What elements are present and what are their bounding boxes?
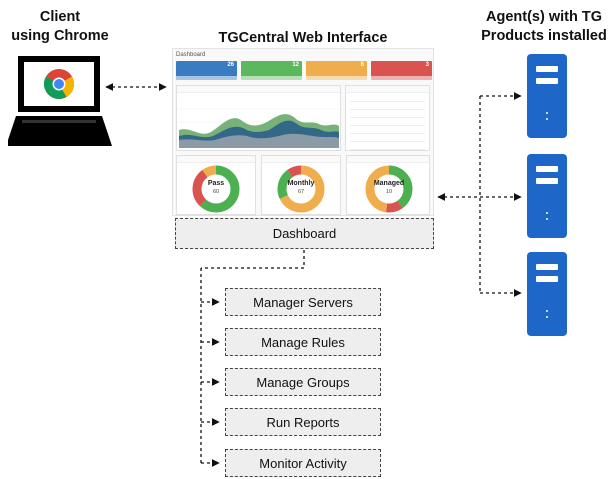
- chrome-icon: [43, 69, 75, 100]
- donut-segment: [192, 165, 240, 213]
- stat-tile: 6: [306, 61, 367, 80]
- donut-segment: [277, 165, 325, 213]
- monitor-activity-box: Monitor Activity: [225, 449, 381, 477]
- manager-servers-box: Manager Servers: [225, 288, 381, 316]
- stat-tile: 3: [371, 61, 432, 80]
- web-interface-title: TGCentral Web Interface: [218, 30, 388, 46]
- client-title-line1: Client: [39, 9, 81, 25]
- donut-segment: [277, 165, 325, 213]
- client-title: Client using Chrome: [0, 8, 120, 46]
- donut-pass: [192, 165, 240, 213]
- server-icon: [527, 54, 567, 138]
- activity-chart-panel: [176, 85, 341, 151]
- donut-segment: [365, 165, 413, 213]
- donut-segment: [365, 165, 413, 213]
- run-reports-box: Run Reports: [225, 408, 381, 436]
- manage-rules-box: Manage Rules: [225, 328, 381, 356]
- donut-pass-value: 60: [212, 189, 220, 195]
- stat-tile-value: 3: [425, 62, 429, 68]
- stat-tile-value: 6: [360, 62, 364, 68]
- donut-managed: [365, 165, 413, 213]
- donut-monthly-label: Monthly: [287, 180, 315, 187]
- donut-monthly: [277, 165, 325, 213]
- laptop-icon: [8, 56, 112, 146]
- donut-managed-label: Managed: [373, 180, 405, 187]
- donut-panel-pass: Pass 60: [176, 155, 256, 215]
- stat-tile-value: 12: [292, 62, 299, 68]
- dashboard-screenshot: Dashboard 26 12 6 3: [172, 48, 434, 216]
- client-title-line2: using Chrome: [11, 28, 109, 44]
- stat-tile: 12: [241, 61, 302, 80]
- agents-title: Agent(s) with TG Products installed: [474, 8, 614, 46]
- server-icon: [527, 154, 567, 238]
- donut-monthly-value: 67: [297, 189, 305, 195]
- recent-list-panel: [345, 85, 430, 151]
- dashboard-box: Dashboard: [175, 218, 434, 249]
- stat-tile: 26: [176, 61, 237, 80]
- manage-groups-box: Manage Groups: [225, 368, 381, 396]
- donut-panel-managed: Managed 10: [346, 155, 430, 215]
- area-chart: [179, 108, 339, 148]
- agents-title-line1: Agent(s) with TG: [486, 9, 602, 25]
- screenshot-header: Dashboard: [176, 52, 206, 58]
- donut-pass-label: Pass: [207, 180, 225, 187]
- server-icon: [527, 252, 567, 336]
- donut-panel-monthly: Monthly 67: [261, 155, 341, 215]
- donut-managed-value: 10: [385, 189, 393, 195]
- donut-segment: [192, 165, 240, 213]
- stat-tile-value: 26: [227, 62, 234, 68]
- agents-title-line2: Products installed: [481, 28, 607, 44]
